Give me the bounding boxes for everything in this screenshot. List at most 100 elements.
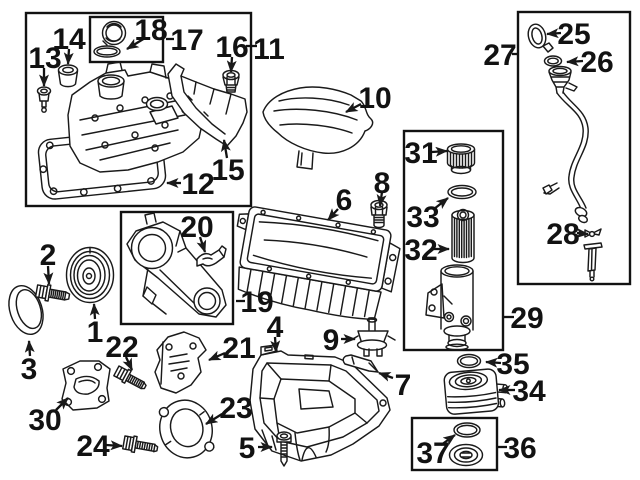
callout-37: 37 — [416, 437, 449, 470]
part-15-heat-shield — [167, 63, 248, 147]
part-1-crank-pulley — [65, 246, 115, 304]
callout-arrow — [122, 356, 134, 371]
part-30-mount-plate — [61, 360, 111, 411]
callout-35: 35 — [496, 348, 529, 381]
callout-arrow — [576, 227, 589, 238]
dipstick-group-box — [516, 10, 632, 286]
callout-1: 1 — [87, 316, 104, 349]
part-24-bolt — [122, 435, 159, 454]
callout-arrow — [55, 397, 69, 411]
part-oil-filler-cap — [93, 20, 127, 58]
part-dipstick-funnel — [548, 65, 578, 94]
callout-36: 36 — [503, 432, 536, 465]
callout-arrow — [431, 146, 448, 157]
part-21-bracket — [154, 331, 207, 394]
oil-cap-group-box — [88, 15, 165, 64]
part-9-oil-level-sensor — [350, 317, 396, 357]
callout-9: 9 — [323, 324, 340, 357]
callout-15: 15 — [211, 154, 244, 187]
callout-34: 34 — [512, 375, 546, 408]
callout-arrow — [345, 102, 362, 114]
callout-arrow — [208, 350, 226, 362]
part-8-drain-plug — [370, 199, 388, 229]
callout-layer: 1234567891011121314151617181920212223242… — [21, 14, 614, 470]
callout-4: 4 — [267, 311, 284, 344]
part-35-cooler-oring — [456, 353, 482, 369]
part-14-grommet — [57, 64, 79, 88]
part-16-plug — [222, 69, 240, 93]
part-32-filter-element — [451, 208, 475, 264]
callout-arrow — [63, 48, 74, 65]
part-19-timing-cover — [126, 212, 227, 318]
callout-25: 25 — [557, 18, 590, 51]
callout-24: 24 — [76, 430, 110, 463]
part-28-dipstick-tip — [583, 228, 603, 282]
callout-arrow — [376, 191, 387, 207]
callout-29: 29 — [510, 302, 543, 335]
callout-26: 26 — [580, 46, 613, 79]
callout-20: 20 — [180, 211, 213, 244]
callout-10: 10 — [358, 82, 391, 115]
callout-16: 16 — [215, 31, 248, 64]
callout-12: 12 — [181, 168, 214, 201]
callout-13: 13 — [28, 42, 61, 75]
callout-31: 31 — [404, 137, 437, 170]
callout-arrow — [485, 357, 502, 368]
callout-arrow — [433, 197, 449, 210]
callout-arrow — [226, 56, 237, 73]
part-13-valve — [36, 86, 52, 113]
part-6-upper-oil-pan — [236, 206, 401, 321]
callout-11: 11 — [253, 33, 285, 66]
part-31-filter-cap — [446, 143, 476, 175]
part-oil-filter-housing — [425, 264, 474, 351]
callout-arrow — [205, 413, 223, 425]
part-5-bolt — [276, 431, 292, 467]
callout-8: 8 — [374, 167, 391, 200]
callout-17: 17 — [170, 24, 203, 57]
callout-28: 28 — [546, 218, 579, 251]
callout-arrow — [89, 303, 100, 320]
part-37-seal-oring — [453, 422, 481, 438]
valve-cover-group-box — [24, 11, 253, 208]
callout-18: 18 — [134, 14, 167, 47]
callout-21: 21 — [222, 332, 255, 365]
part-valve-cover — [67, 61, 204, 173]
callout-arrow — [196, 236, 207, 253]
part-23-seal-plate — [158, 399, 215, 459]
callout-14: 14 — [52, 23, 86, 56]
callout-arrow — [546, 28, 562, 39]
callout-arrow — [327, 208, 340, 221]
callout-arrow — [378, 371, 394, 382]
callout-arrow — [43, 265, 54, 285]
callout-arrow — [105, 440, 123, 451]
part-7-pin — [342, 354, 379, 373]
part-3-cover-cap — [8, 284, 44, 336]
part-34-oil-cooler — [443, 368, 509, 415]
timing-cover-group-box — [119, 210, 235, 326]
callout-30: 30 — [28, 404, 61, 437]
callout-33: 33 — [406, 201, 439, 234]
callout-23: 23 — [219, 392, 252, 425]
callout-arrow — [440, 434, 456, 446]
part-2-pulley-bolt — [34, 284, 71, 302]
callout-6: 6 — [336, 184, 353, 217]
part-25-dipstick-handle — [527, 23, 547, 49]
callout-arrow — [270, 336, 281, 353]
part-26-dipstick-oring — [542, 42, 563, 67]
callout-arrow — [126, 37, 146, 50]
callout-22: 22 — [105, 331, 138, 364]
callout-3: 3 — [21, 353, 38, 386]
callout-arrow — [220, 139, 231, 159]
callout-32: 32 — [404, 234, 437, 267]
callout-27: 27 — [483, 39, 516, 72]
seal-kit-group-box — [410, 416, 499, 472]
callout-2: 2 — [40, 239, 57, 272]
callout-7: 7 — [395, 369, 412, 402]
part-27-dipstick-tube — [542, 91, 589, 224]
callout-5: 5 — [239, 432, 256, 465]
callout-19: 19 — [240, 286, 273, 319]
callout-arrow — [566, 56, 584, 67]
part-33-filter-cap-oring — [447, 184, 477, 200]
